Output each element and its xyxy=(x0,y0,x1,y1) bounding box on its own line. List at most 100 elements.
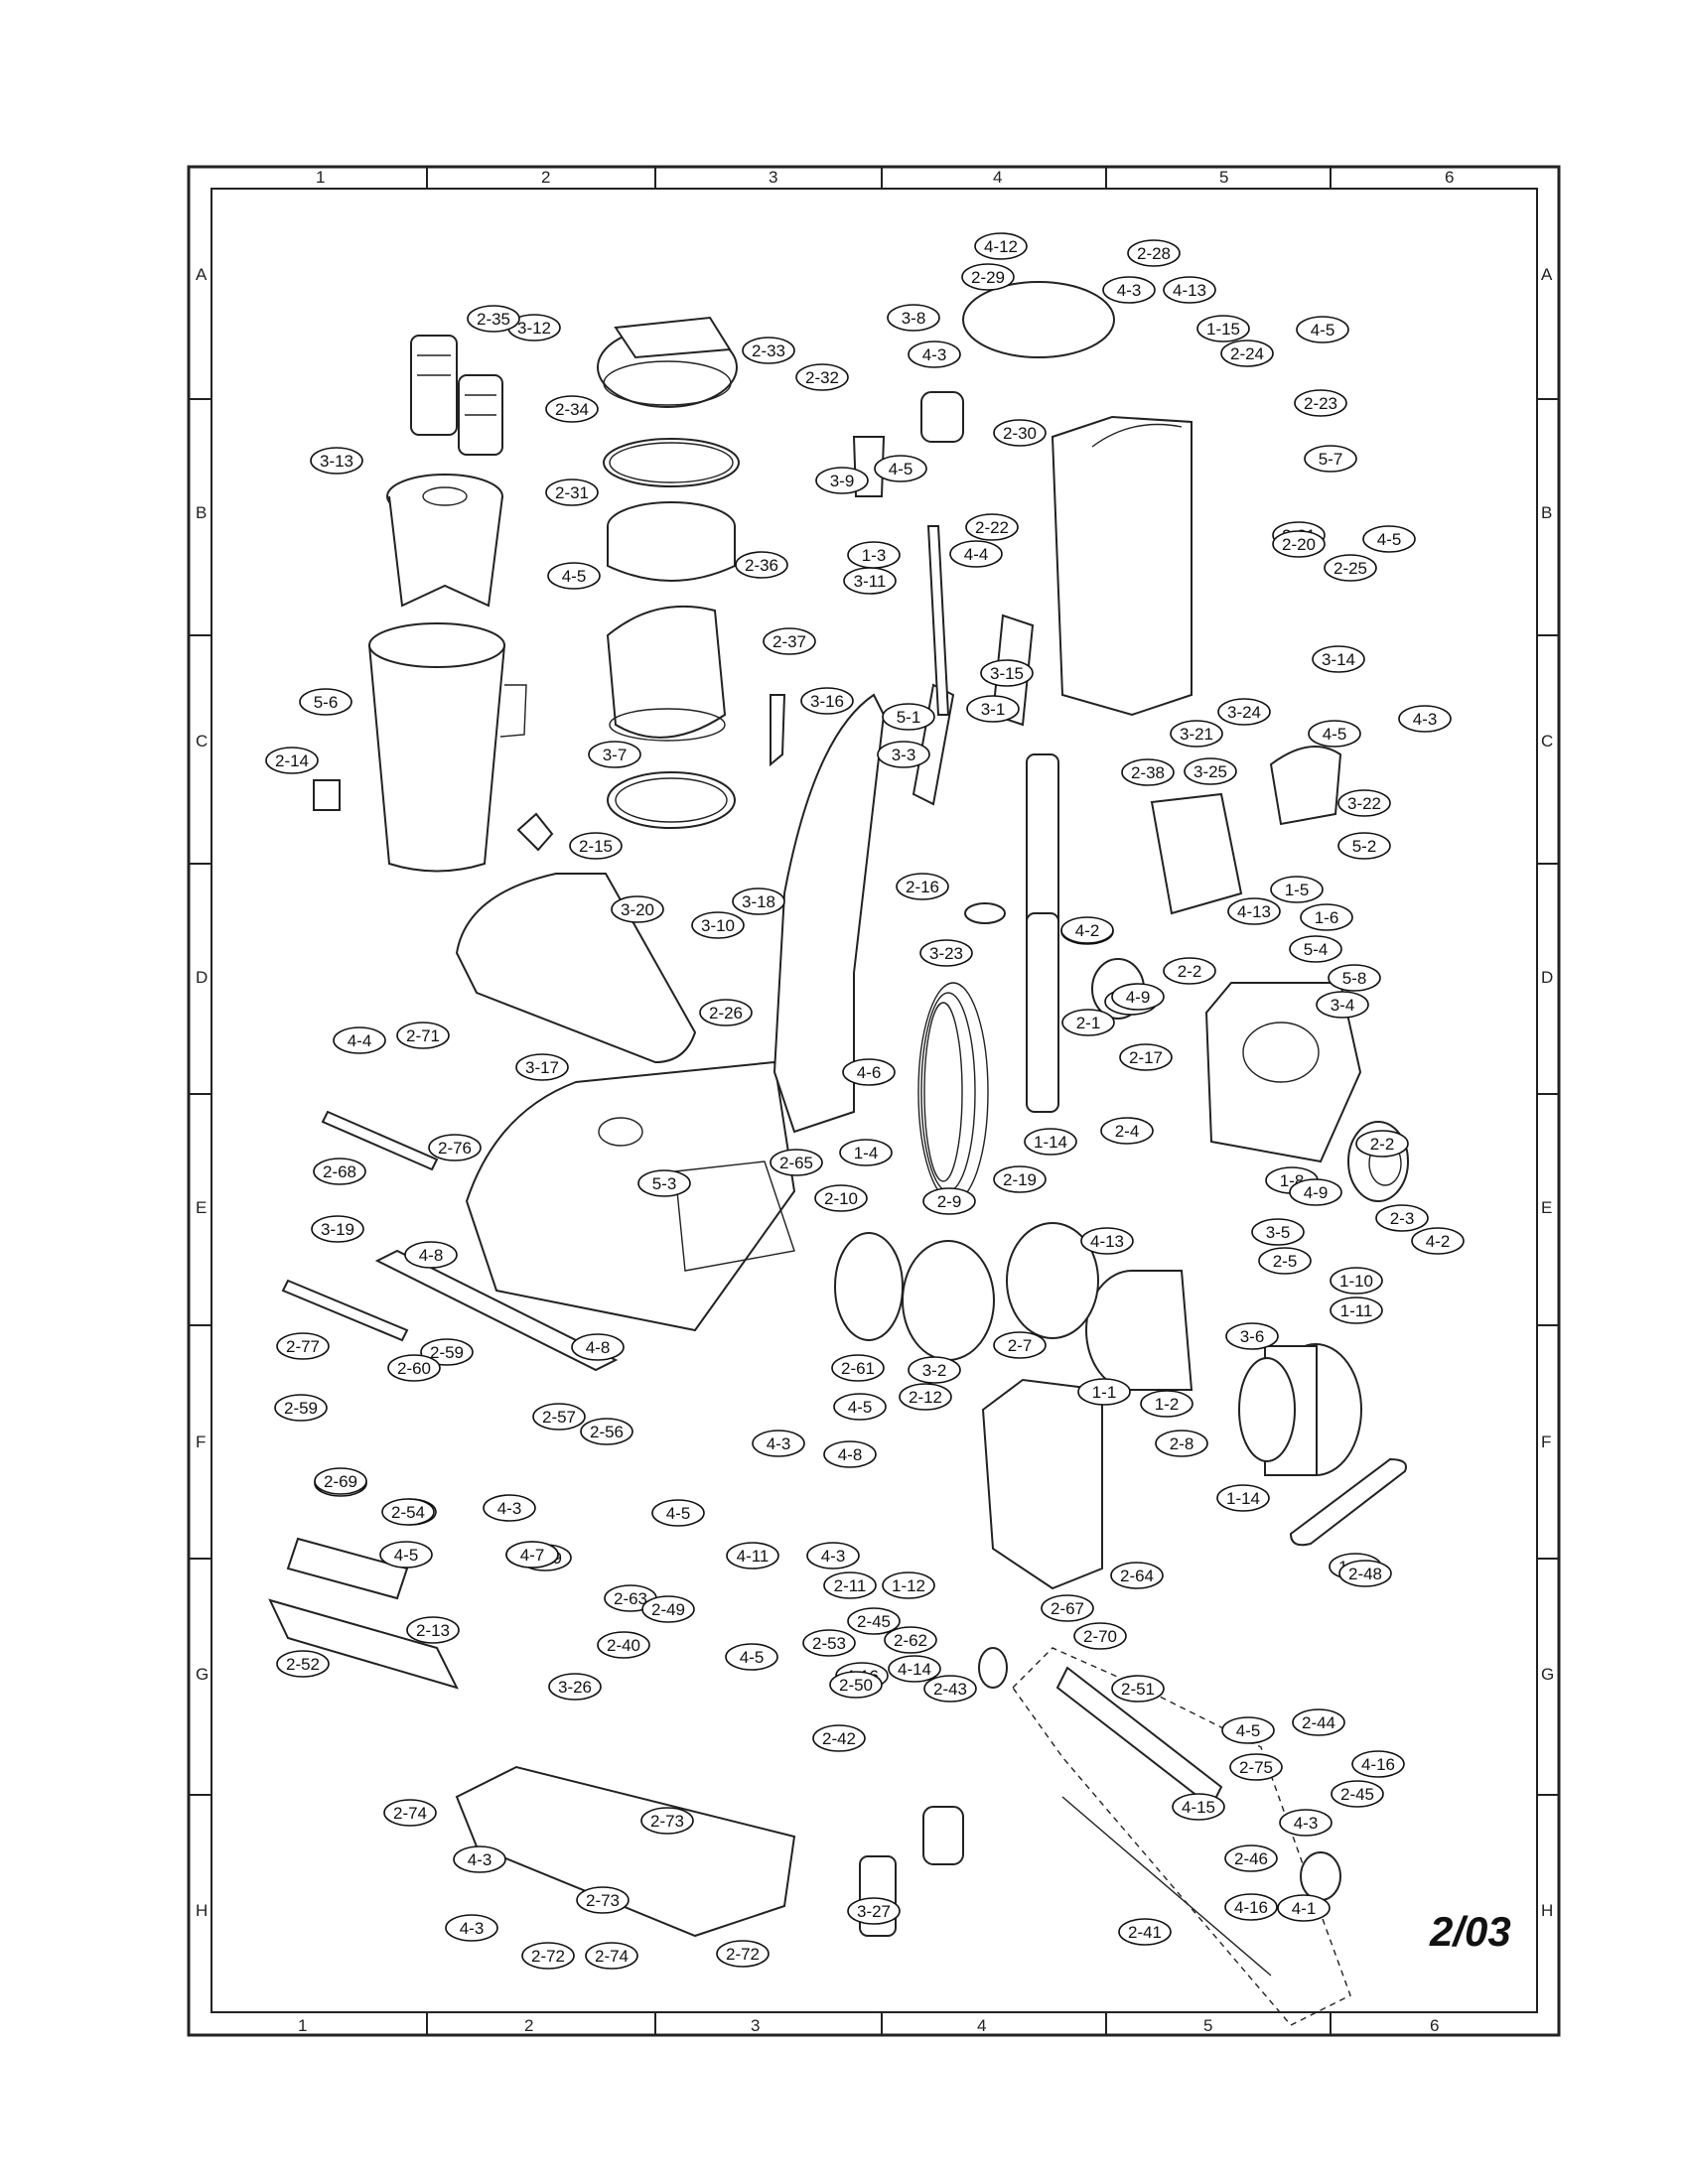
part-number: 1-2 xyxy=(1155,1395,1180,1414)
part-number: 2-19 xyxy=(1003,1170,1037,1189)
part-callout: 2-16 xyxy=(896,873,949,900)
row-zone-left: G xyxy=(196,1665,209,1684)
part-callout: 2-72 xyxy=(716,1940,770,1968)
parts-artwork xyxy=(268,281,1409,2026)
part-number: 1-14 xyxy=(1034,1133,1067,1152)
column-zone-top: 2 xyxy=(541,168,550,187)
part-number: 2-43 xyxy=(933,1680,967,1699)
part-number: 1-1 xyxy=(1092,1383,1117,1402)
row-zone-right: F xyxy=(1541,1433,1551,1451)
part-number: 4-13 xyxy=(1237,902,1271,921)
strip-1-3 xyxy=(926,525,950,716)
part-number: 2-38 xyxy=(1131,763,1165,782)
part-callout: 3-15 xyxy=(980,659,1034,687)
part-callout: 1-10 xyxy=(1330,1267,1383,1295)
part-callout: 2-45 xyxy=(1331,1780,1384,1808)
part-callout: 4-3 xyxy=(1279,1809,1333,1837)
row-zone-left: B xyxy=(196,503,207,522)
part-callout: 2-38 xyxy=(1121,758,1175,786)
part-number: 2-69 xyxy=(324,1472,357,1491)
column-zone-bottom: 2 xyxy=(524,2016,533,2035)
part-callout: 2-54 xyxy=(381,1498,435,1526)
motor-cover-3-2 xyxy=(981,1378,1103,1590)
part-number: 3-5 xyxy=(1266,1223,1291,1242)
part-number: 5-4 xyxy=(1304,940,1329,959)
part-number: 2-68 xyxy=(323,1162,356,1181)
part-callout: 1-14 xyxy=(1216,1484,1270,1512)
part-number: 4-6 xyxy=(857,1063,882,1082)
part-number: 1-14 xyxy=(1226,1489,1260,1508)
part-number: 3-17 xyxy=(525,1058,559,1077)
column-zone-top: 5 xyxy=(1219,168,1228,187)
row-zone-right: G xyxy=(1541,1665,1554,1684)
row-zone-left: E xyxy=(196,1198,207,1217)
part-callout: 3-27 xyxy=(847,1897,901,1925)
part-callout: 2-20 xyxy=(1272,530,1326,558)
part-number: 5-6 xyxy=(314,693,339,712)
part-callout: 1-2 xyxy=(1140,1390,1193,1418)
filter-cage-part xyxy=(410,335,503,456)
part-callout: 2-60 xyxy=(387,1354,441,1382)
part-callout: 2-24 xyxy=(1220,340,1274,367)
part-callout: 4-3 xyxy=(908,341,961,368)
part-callout: 2-4 xyxy=(1100,1117,1154,1145)
part-number: 1-3 xyxy=(862,546,887,565)
part-callout: 3-10 xyxy=(691,911,745,939)
part-callout: 2-43 xyxy=(923,1675,977,1703)
row-zone-right: E xyxy=(1541,1198,1552,1217)
arrow-5-2 xyxy=(516,812,554,852)
part-number: 3-24 xyxy=(1227,703,1261,722)
part-number: 4-5 xyxy=(1377,530,1402,549)
part-number: 2-70 xyxy=(1083,1627,1117,1646)
column-zone-bottom: 1 xyxy=(298,2016,307,2035)
column-zone-top: 6 xyxy=(1445,168,1454,187)
part-number: 2-62 xyxy=(894,1631,927,1650)
part-callout: 2-40 xyxy=(597,1631,650,1659)
ring-3-20 xyxy=(964,902,1006,924)
row-zone-right: B xyxy=(1541,503,1552,522)
part-callout: 2-65 xyxy=(770,1149,823,1176)
part-number: 4-5 xyxy=(666,1504,691,1523)
part-number: 2-77 xyxy=(286,1337,320,1356)
part-number: 4-3 xyxy=(468,1850,492,1869)
part-number: 2-29 xyxy=(971,268,1005,287)
part-callout: 3-21 xyxy=(1170,720,1223,748)
part-number: 1-11 xyxy=(1340,1301,1373,1320)
part-callout: 4-2 xyxy=(1060,916,1114,944)
part-callout: 5-7 xyxy=(1304,445,1357,473)
part-number: 2-32 xyxy=(805,368,839,387)
part-callout: 2-31 xyxy=(545,478,599,506)
part-number: 4-5 xyxy=(740,1648,765,1667)
part-callout: 4-13 xyxy=(1163,276,1216,304)
part-callout: 4-3 xyxy=(806,1542,860,1570)
cover-3-18 xyxy=(455,873,697,1064)
part-number: 2-46 xyxy=(1234,1849,1268,1868)
part-callout: 3-13 xyxy=(310,447,363,475)
part-number: 2-61 xyxy=(841,1359,875,1378)
part-number: 2-64 xyxy=(1120,1567,1154,1585)
part-callout: 2-17 xyxy=(1119,1043,1173,1071)
part-callout: 2-29 xyxy=(961,263,1015,291)
part-callout: 3-4 xyxy=(1316,991,1369,1019)
part-number: 2-26 xyxy=(709,1004,743,1023)
part-number: 4-3 xyxy=(1117,281,1142,300)
part-callout: 3-6 xyxy=(1225,1322,1279,1350)
power-cord-1-4 xyxy=(917,982,989,1202)
part-callout: 4-3 xyxy=(1398,705,1452,733)
part-number: 2-45 xyxy=(857,1612,891,1631)
part-callout: 4-5 xyxy=(1362,525,1416,553)
part-number: 4-12 xyxy=(984,237,1018,256)
part-callout: 2-72 xyxy=(521,1942,575,1970)
gasket-2-34 xyxy=(603,438,740,487)
part-number: 2-48 xyxy=(1348,1565,1382,1583)
part-callout: 2-33 xyxy=(742,337,795,364)
part-number: 2-35 xyxy=(477,310,510,329)
part-callout: 2-19 xyxy=(993,1165,1047,1193)
part-number: 2-10 xyxy=(824,1189,858,1208)
part-number: 3-10 xyxy=(701,916,735,935)
label-5-1-part xyxy=(313,779,341,811)
part-number: 2-76 xyxy=(438,1139,472,1158)
part-number: 2-3 xyxy=(1390,1209,1415,1228)
